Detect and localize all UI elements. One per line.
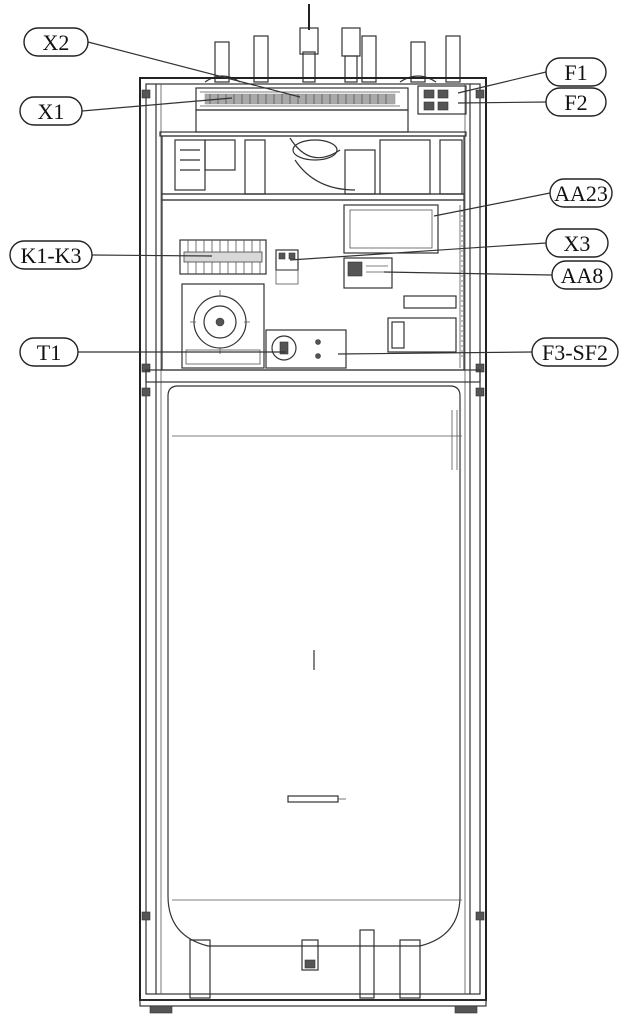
terminal-strip-x1-x2 [159,87,467,137]
callout-k1-k3: K1-K3 [9,240,93,270]
callout-f3-sf2-label: F3-SF2 [542,340,608,365]
callout-x1: X1 [19,96,83,126]
callout-x3-label: X3 [564,231,591,256]
t1-heater [181,283,265,369]
aa23-board [343,204,439,254]
electrical-panel [161,199,465,371]
callout-f3-sf2: F3-SF2 [531,337,619,367]
leader-lines [78,41,553,355]
callout-t1-label: T1 [37,340,61,365]
callout-x2: X2 [23,27,89,57]
mid-divider [145,369,481,383]
callout-f2-label: F2 [564,90,587,115]
callout-k1-k3-label: K1-K3 [20,243,81,268]
f3-sf2-switch [265,329,347,369]
callout-x3: X3 [545,228,609,258]
callout-f1: F1 [545,57,607,87]
callout-f1-label: F1 [564,60,587,85]
callout-x1-label: X1 [38,99,65,124]
top-pipes [204,4,461,83]
contactors-k1-k3 [179,239,267,275]
callout-t1: T1 [19,337,79,367]
upper-compartment [161,135,465,201]
aa8-board [343,257,393,289]
callout-aa8-label: AA8 [561,263,604,288]
breakers-f1-f2 [417,85,467,115]
x3-terminal [275,249,299,285]
callout-aa8: AA8 [551,260,613,290]
callout-aa23-label: AA23 [554,181,608,206]
callout-f2: F2 [545,87,607,117]
callout-x2-label: X2 [43,30,70,55]
water-tank [167,385,462,999]
outer-frame [139,77,487,1014]
callout-aa23: AA23 [549,178,613,208]
